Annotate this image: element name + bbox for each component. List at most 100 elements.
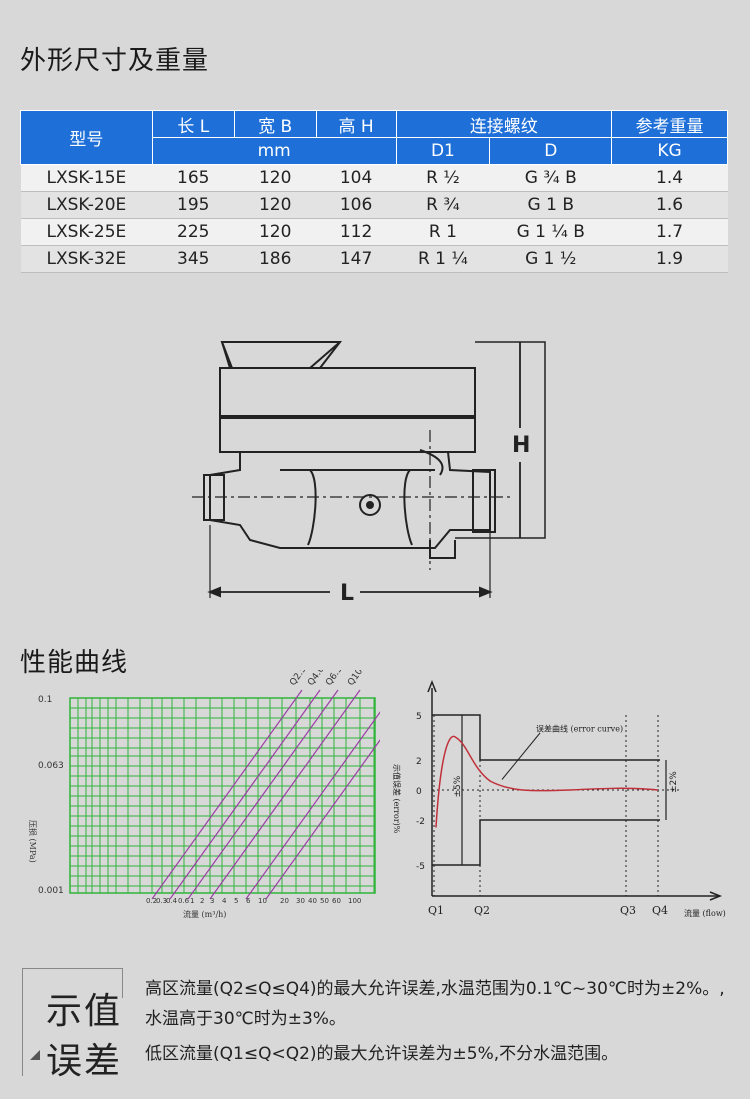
cell-height: 106: [316, 191, 396, 219]
y-axis-arrow-icon: [427, 679, 437, 693]
x-tick-label: 40: [308, 897, 317, 905]
subheader-kg: KG: [611, 137, 728, 165]
x-tick-label: 0.6: [178, 897, 190, 905]
cell-height: 104: [316, 164, 396, 192]
y-tick-label: 2: [416, 757, 422, 767]
cell-height: 112: [316, 218, 396, 246]
annotation-5pct: ±5%: [453, 775, 463, 797]
cell-width: 120: [234, 191, 317, 219]
cell-height: 147: [316, 245, 396, 273]
x-tick-label: 100: [348, 897, 361, 905]
section-title-performance: 性能曲线: [20, 648, 129, 678]
cell-length: 225: [152, 218, 235, 246]
error-note-box: 示值 误差: [22, 968, 126, 1082]
series-line: [187, 689, 339, 900]
chart-body: [427, 679, 723, 901]
x-tick-label: Q4: [652, 904, 668, 917]
cell-d1: R 1 ¼: [396, 245, 490, 273]
header-width: 宽 B: [233, 110, 317, 138]
section-title-dimensions: 外形尺寸及重量: [20, 46, 210, 76]
cell-model: LXSK-32E: [20, 245, 153, 273]
annotation-error-curve: 误差曲线 (error curve): [536, 724, 623, 734]
box-frame: [22, 968, 23, 1076]
x-tick-label: 10: [258, 897, 267, 905]
table-row: LXSK-15E 165 120 104 R ½ G ¾ B 1.4: [20, 164, 728, 192]
cell-weight: 1.6: [611, 191, 728, 219]
cell-length: 165: [152, 164, 235, 192]
y-tick-label: 0: [416, 787, 422, 797]
cell-model: LXSK-25E: [20, 218, 153, 246]
x-tick-label: 3: [210, 897, 214, 905]
y-tick-label: 0.1: [38, 695, 52, 705]
cell-length: 195: [152, 191, 235, 219]
subheader-d1: D1: [395, 137, 491, 165]
cell-length: 345: [152, 245, 235, 273]
note-heading-line2: 误差: [46, 1041, 123, 1082]
y-tick-label: 0.063: [38, 761, 64, 771]
x-axis-label: 流量 (flow): [684, 908, 726, 918]
x-tick-label: 0.3: [156, 897, 167, 905]
cell-d1: R ½: [396, 164, 490, 192]
x-tick-label: 4: [222, 897, 227, 905]
header-height: 高 H: [315, 110, 397, 138]
cell-d: G ¾ B: [489, 164, 612, 192]
x-tick-label: 20: [280, 897, 289, 905]
cell-width: 186: [234, 245, 317, 273]
cell-weight: 1.9: [611, 245, 728, 273]
note-high-flow: 高区流量(Q2≤Q≤Q4)的最大允许误差,水温范围为0.1℃~30℃时为±2%。…: [145, 979, 725, 1029]
table-row: LXSK-20E 195 120 106 R ¾ G 1 B 1.6: [20, 191, 728, 219]
y-axis-label: 示值误差 (error)%: [392, 764, 402, 834]
table-row: LXSK-25E 225 120 112 R 1 G 1 ¼ B 1.7: [20, 218, 728, 246]
cell-width: 120: [234, 218, 317, 246]
error-curve-line: [435, 735, 659, 828]
x-tick-label: Q2: [474, 904, 490, 917]
cell-weight: 1.7: [611, 218, 728, 246]
x-tick-label: 50: [320, 897, 329, 905]
note-heading-line1: 示值: [46, 991, 123, 1032]
cell-width: 120: [234, 164, 317, 192]
corner-arrow-icon: [30, 1050, 40, 1060]
x-tick-label: 2: [200, 897, 204, 905]
x-tick-label: 30: [296, 897, 305, 905]
error-envelope: [432, 714, 660, 866]
header-thread: 连接螺纹: [395, 110, 613, 138]
cell-d: G 1 ¼ B: [489, 218, 612, 246]
water-meter-drawing: H L: [192, 341, 546, 606]
spec-table: 型号 长 L 宽 B 高 H 连接螺纹 参考重量 mm D1 D KG LXSK…: [20, 110, 728, 273]
dimension-label-l: L: [340, 581, 354, 606]
chart-grid: [69, 697, 376, 894]
cell-d1: R ¾: [396, 191, 490, 219]
x-tick-label: Q1: [428, 904, 444, 917]
series-line: [169, 689, 321, 900]
y-tick-label: -2: [416, 817, 425, 827]
series-label: Q6.3: [324, 670, 344, 688]
series-line: [151, 689, 303, 900]
series-line: [265, 739, 380, 900]
cell-weight: 1.4: [611, 164, 728, 192]
x-tick-label: 6: [246, 897, 251, 905]
chart-labels: Q2.5Q4.0Q6.3Q10Q16Q250.10.0630.0010.20.3…: [28, 670, 365, 919]
series-label: Q10: [346, 670, 365, 688]
annotation-2pct: ±2%: [669, 771, 679, 793]
header-weight: 参考重量: [611, 110, 728, 138]
chart-series-lines: [151, 689, 380, 900]
header-length: 长 L: [151, 110, 235, 138]
x-tick-label: 60: [332, 897, 341, 905]
x-tick-label: 0.4: [166, 897, 178, 905]
subheader-mm: mm: [151, 137, 397, 165]
x-axis-arrow-icon: [709, 891, 723, 901]
series-line: [209, 689, 361, 900]
y-tick-label: 5: [416, 712, 422, 722]
cell-model: LXSK-15E: [20, 164, 153, 192]
cell-d: G 1 B: [489, 191, 612, 219]
y-tick-label: 0.001: [38, 886, 64, 896]
series-label: Q4.0: [306, 670, 327, 688]
cell-d: G 1 ½: [489, 245, 612, 273]
callout-leader: [501, 732, 541, 780]
box-frame: [122, 968, 123, 998]
y-axis-label: 压损 (MPa): [28, 820, 38, 863]
dimension-label-h: H: [512, 433, 530, 458]
note-low-flow: 低区流量(Q1≤Q<Q2)的最大允许误差为±5%,不分水温范围。: [145, 1044, 619, 1064]
